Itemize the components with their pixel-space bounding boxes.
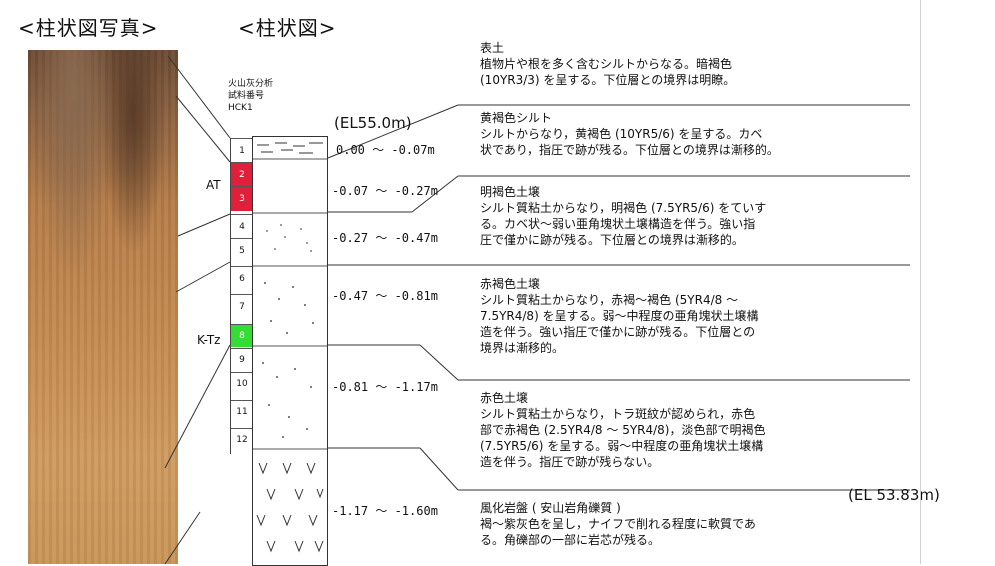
description-line: 褐～紫灰色を呈し，ナイフで削れる程度に軟質であ — [480, 517, 756, 531]
sample-8: 8 — [231, 324, 253, 347]
sample-number-column: 1 2 3 4 5 6 7 8 9 10 11 12 — [230, 138, 253, 454]
sample-3: 3 — [231, 186, 253, 211]
soil-photo — [28, 50, 178, 564]
elevation-bottom: (EL 53.83m) — [848, 486, 940, 504]
sample-1: 1 — [231, 138, 253, 163]
sample-7: 7 — [231, 294, 253, 319]
depth-label-3: -0.27 ～ -0.47m — [332, 231, 438, 245]
description-title-3: 明褐色土壌 — [480, 185, 541, 199]
description-block-4: 赤褐色土壌 シルト質粘土からなり，赤褐～褐色 (5YR4/8 ～ 7.5YR4/… — [480, 276, 759, 356]
depth-label-6: -1.17 ～ -1.60m — [332, 504, 438, 518]
depth-label-2: -0.07 ～ -0.27m — [332, 184, 438, 198]
description-line: シルト質粘土からなり，明褐色 (7.5YR5/6) をていす — [480, 201, 767, 215]
depth-label-4: -0.47 ～ -0.81m — [332, 289, 438, 303]
description-title-1: 表土 — [480, 41, 505, 55]
description-line: シルト質粘土からなり，トラ斑紋が認められ，赤色 — [480, 407, 756, 421]
page-divider — [920, 0, 921, 564]
sample-6: 6 — [231, 266, 253, 291]
description-line: 部で赤褐色 (2.5YR4/8 ～ 5YR4/8)，淡色部で明褐色 — [480, 423, 766, 437]
description-line: る。角礫部の一部に岩芯が残る。 — [480, 533, 661, 547]
description-line: (7.5YR5/6) を呈する。弱～中程度の亜角塊状土壌構 — [480, 439, 764, 453]
sample-2: 2 — [231, 162, 253, 187]
description-title-2: 黄褐色シルト — [480, 111, 553, 125]
stratigraphic-column — [252, 136, 328, 566]
depth-label-1: 0.00 ～ -0.07m — [336, 143, 435, 157]
description-block-2: 黄褐色シルト シルトからなり，黄褐色 (10YR5/6) を呈する。カベ 状であ… — [480, 110, 779, 158]
description-block-6: 風化岩盤 ( 安山岩角礫質 ) 褐～紫灰色を呈し，ナイフで削れる程度に軟質であ … — [480, 500, 756, 548]
description-block-3: 明褐色土壌 シルト質粘土からなり，明褐色 (7.5YR5/6) をていす る。カ… — [480, 184, 766, 248]
sample-header: 火山灰分析 試料番号 HCK1 — [228, 78, 273, 114]
description-line: る。カベ状～弱い亜角塊状土壌構造を伴う。強い指 — [480, 217, 756, 231]
sample-4: 4 — [231, 214, 253, 239]
depth-label-5: -0.81 ～ -1.17m — [332, 380, 438, 394]
layer-label-at: AT — [206, 178, 221, 192]
sample-11: 11 — [231, 400, 253, 423]
description-block-5: 赤色土壌 シルト質粘土からなり，トラ斑紋が認められ，赤色 部で赤褐色 (2.5Y… — [480, 390, 766, 470]
elevation-top: (EL55.0m) — [334, 114, 412, 132]
description-line: 7.5YR4/8) を呈する。弱～中程度の亜角塊状土壌構 — [480, 309, 759, 323]
description-title-5: 赤色土壌 — [480, 391, 529, 405]
description-title-6: 風化岩盤 ( 安山岩角礫質 ) — [480, 501, 621, 515]
description-line: 造を伴う。指圧で跡が残らない。 — [480, 455, 660, 469]
description-line: (10YR3/3) を呈する。下位層との境界は明瞭。 — [480, 73, 736, 87]
description-title-4: 赤褐色土壌 — [480, 277, 541, 291]
sample-12: 12 — [231, 428, 253, 451]
description-line: 植物片や根を多く含むシルトからなる。暗褐色 — [480, 57, 733, 71]
description-line: シルトからなり，黄褐色 (10YR5/6) を呈する。カベ — [480, 127, 763, 141]
description-line: 圧で僅かに跡が残る。下位層との境界は漸移的。 — [480, 233, 744, 247]
column-heading: <柱状図> — [238, 16, 337, 40]
description-line: シルト質粘土からなり，赤褐～褐色 (5YR4/8 ～ — [480, 293, 739, 307]
column-pattern — [253, 142, 327, 553]
photo-heading: <柱状図写真> — [18, 16, 159, 40]
sample-5: 5 — [231, 238, 253, 263]
layer-label-ktz: K-Tz — [197, 333, 221, 347]
sample-header-line-3: HCK1 — [228, 103, 253, 113]
description-line: 境界は漸移的。 — [480, 341, 565, 355]
description-line: 造を伴う。強い指圧で僅かに跡が残る。下位層との — [480, 325, 756, 339]
sample-9: 9 — [231, 348, 253, 371]
sample-10: 10 — [231, 372, 253, 395]
sample-header-line-1: 火山灰分析 — [228, 79, 274, 89]
sample-header-line-2: 試料番号 — [228, 91, 265, 101]
description-block-1: 表土 植物片や根を多く含むシルトからなる。暗褐色 (10YR3/3) を呈する。… — [480, 40, 735, 88]
description-line: 状であり，指圧で跡が残る。下位層との境界は漸移的。 — [480, 143, 779, 157]
